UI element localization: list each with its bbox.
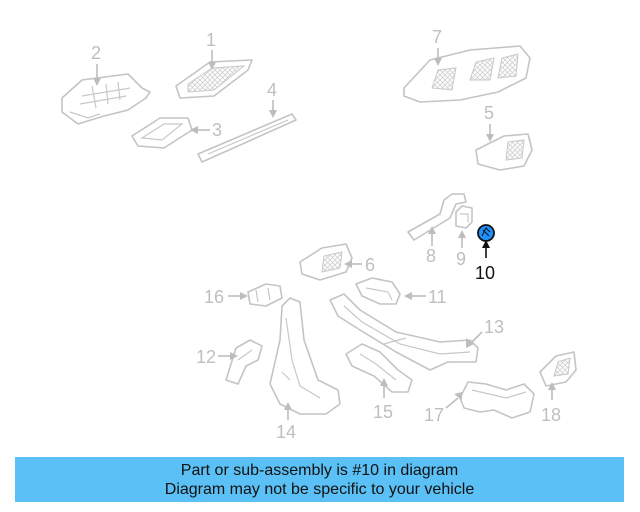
part-11-bracket[interactable] (355, 277, 401, 305)
label-11: 11 (428, 287, 447, 307)
label-14: 14 (276, 422, 296, 442)
part-18-rear-vent[interactable] (539, 351, 577, 387)
label-2: 2 (91, 43, 101, 63)
label-16: 16 (204, 287, 224, 307)
part-7-vent-assembly[interactable] (403, 45, 531, 103)
label-13: 13 (484, 317, 504, 337)
label-7: 7 (432, 27, 442, 47)
part-14-vertical-duct[interactable] (269, 297, 341, 415)
label-9: 9 (456, 249, 466, 269)
label-17: 17 (424, 405, 444, 425)
part-12-duct-piece[interactable] (225, 339, 263, 385)
part-17-rear-duct[interactable] (459, 381, 535, 419)
label-5: 5 (484, 103, 494, 123)
label-8: 8 (426, 246, 436, 266)
part-5-side-vent[interactable] (475, 133, 533, 171)
label-3: 3 (212, 120, 222, 140)
banner-line-2: Diagram may not be specific to your vehi… (164, 480, 475, 498)
part-13-duct[interactable] (329, 293, 479, 371)
part-4-strip[interactable] (197, 113, 297, 163)
label-4: 4 (267, 80, 277, 100)
part-3-panel[interactable] (131, 117, 193, 149)
label-12: 12 (196, 347, 216, 367)
part-2-vent-housing[interactable] (61, 73, 151, 125)
label-6: 6 (365, 255, 375, 275)
label-18: 18 (541, 405, 561, 425)
part-16-connector[interactable] (247, 283, 283, 307)
label-10: 10 (475, 263, 495, 283)
parts-diagram: 2 1 3 4 7 5 8 (61, 27, 577, 442)
part-15-duct-connector[interactable] (345, 343, 413, 393)
label-15: 15 (373, 402, 393, 422)
info-banner: Part or sub-assembly is #10 in diagram D… (15, 457, 624, 502)
banner-line-1: Part or sub-assembly is #10 in diagram (180, 461, 459, 479)
part-6-vent[interactable] (299, 243, 353, 281)
part-10-highlighted[interactable] (477, 224, 495, 242)
label-1: 1 (206, 30, 216, 50)
part-9-clip[interactable] (455, 205, 473, 229)
